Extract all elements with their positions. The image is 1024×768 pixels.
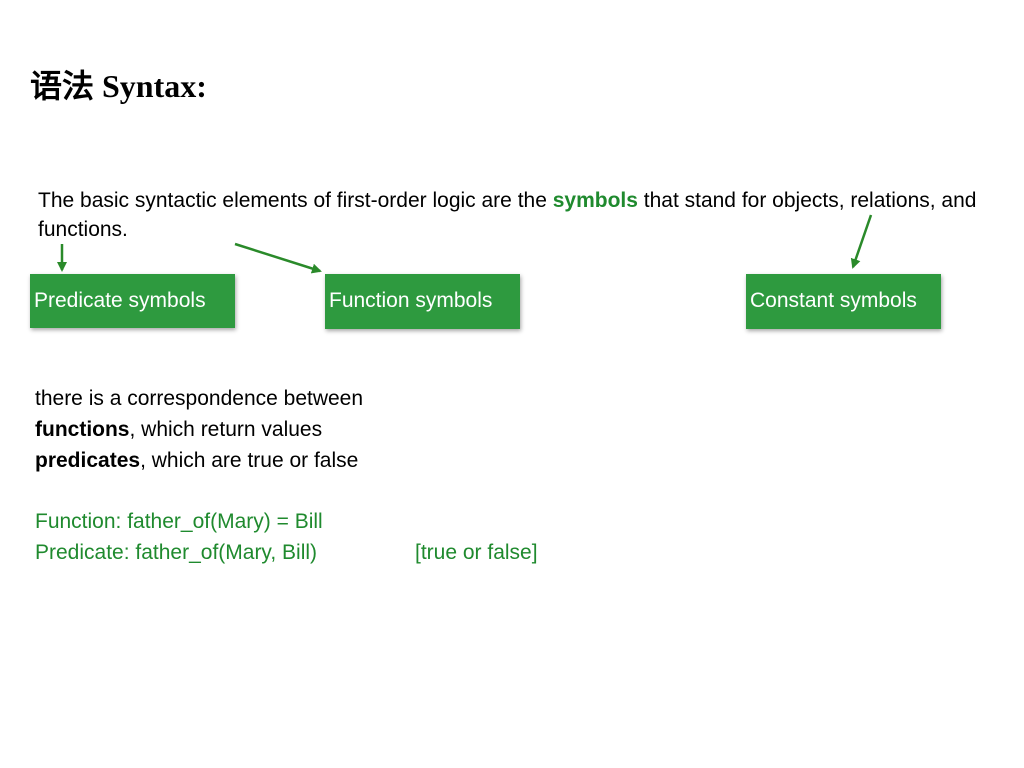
predicates-term: predicates [35,449,141,472]
intro-text-after: that stand for objects, relations, and f… [38,189,977,241]
examples-block: Function: father_of(Mary) = Bill Predica… [35,506,323,568]
constant-symbols-box: Constant symbols [746,274,941,329]
predicates-description: , which are true or false [140,449,359,472]
slide-title: 语法 Syntax: [30,68,207,104]
intro-symbols-highlight: symbols [552,189,638,212]
predicate-example: Predicate: father_of(Mary, Bill) [35,541,318,564]
function-example: Function: father_of(Mary) = Bill [35,510,323,533]
functions-term: functions [35,418,130,441]
correspondence-paragraph: there is a correspondence between functi… [35,383,363,476]
correspondence-line-3: predicates, which are true or false [35,445,363,476]
correspondence-line-1: there is a correspondence between [35,387,364,410]
truth-note: [true or false] [415,541,538,564]
intro-text-before: The basic syntactic elements of first-or… [38,189,553,212]
predicate-symbols-box: Predicate symbols [30,274,235,328]
intro-paragraph: The basic syntactic elements of first-or… [38,186,978,244]
arrow-to-function [234,242,322,274]
correspondence-line-2: functions, which return values [35,414,363,445]
function-symbols-box: Function symbols [325,274,520,329]
functions-description: , which return values [129,418,323,441]
